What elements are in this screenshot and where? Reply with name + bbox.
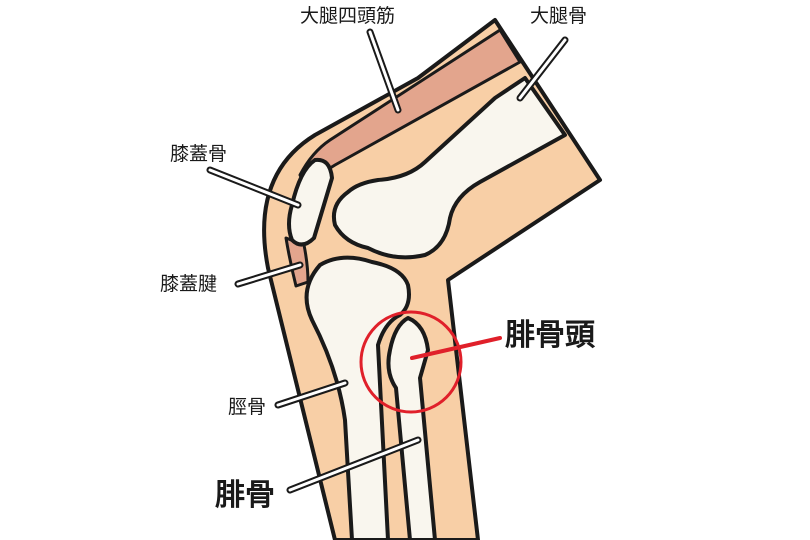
leader-tibia [274, 379, 349, 409]
label-tibia: 脛骨 [228, 396, 266, 418]
leader-lines [206, 28, 569, 494]
leader-patellar-tendon [234, 261, 304, 288]
label-fibular-head: 腓骨頭 [505, 318, 596, 353]
fibular-head-highlight-circle [359, 310, 463, 414]
label-quadriceps: 大腿四頭筋 [300, 5, 395, 27]
femur-bone [331, 76, 567, 260]
leader-fibular-head [410, 336, 502, 360]
label-fibula: 腓骨 [215, 478, 275, 513]
leader-patella [206, 166, 302, 209]
label-femur: 大腿骨 [530, 5, 587, 27]
leader-femur [516, 36, 569, 102]
label-patella: 膝蓋骨 [170, 143, 227, 165]
fibula-bone [386, 316, 437, 540]
tibia-bone [304, 255, 411, 540]
label-patellar-tendon: 膝蓋腱 [160, 273, 217, 295]
leader-quadriceps [366, 28, 402, 114]
leader-fibula [286, 436, 422, 494]
patella-bone [287, 157, 334, 247]
